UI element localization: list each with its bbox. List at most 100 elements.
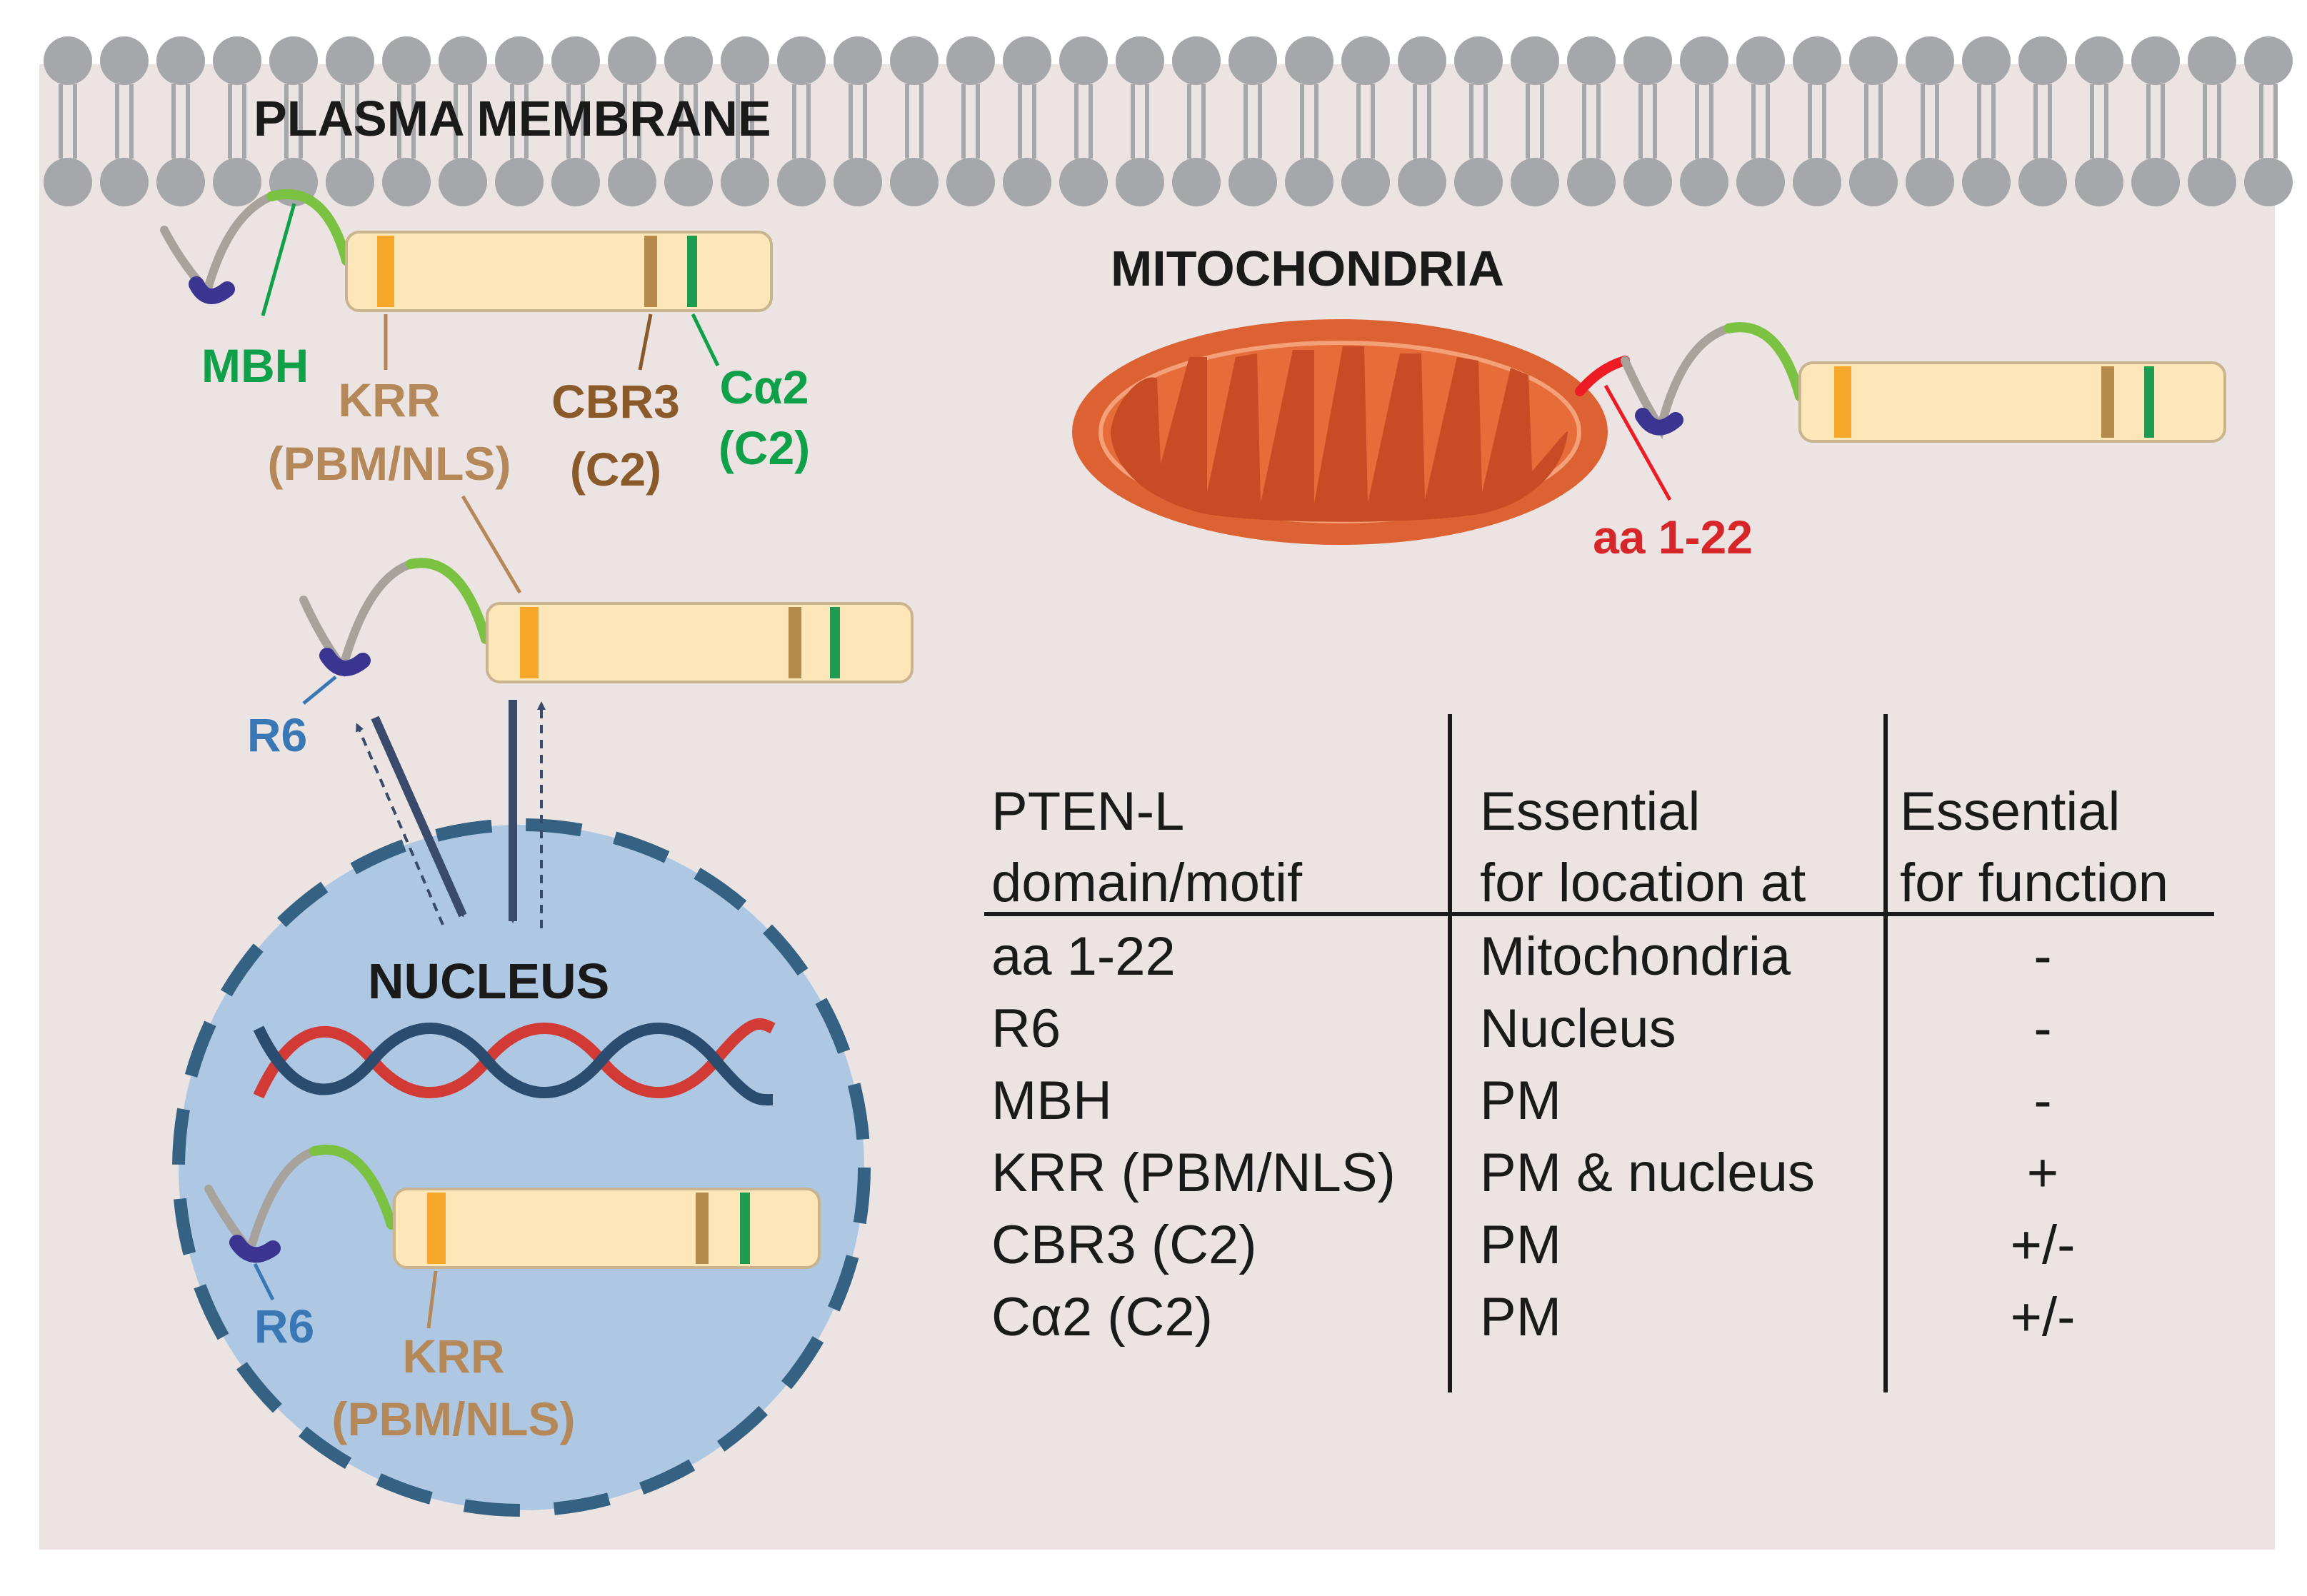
lipid-head: [1172, 36, 1221, 85]
krr-pointer-nucleus: [426, 1270, 438, 1329]
lipid-head: [1962, 36, 2011, 85]
table-cell-motif: CBR3 (C2): [991, 1215, 1257, 1275]
lipid-head: [1736, 36, 1785, 85]
lipid-tail: [849, 84, 867, 159]
table-cell-motif: Cα2 (C2): [991, 1287, 1213, 1347]
lipid-head: [1680, 158, 1728, 206]
nucleus: [172, 818, 871, 1517]
lipid-head: [213, 36, 261, 85]
mito-targeting-segment: [1575, 356, 1630, 396]
import-arrow-r6: [371, 716, 467, 918]
lipid-tail: [623, 84, 641, 159]
lipid-head: [1116, 36, 1164, 85]
table-header-cell: Essential: [1900, 781, 2120, 842]
lipid-tail: [2146, 84, 2165, 159]
lipid-head: [100, 158, 149, 206]
table-header-cell: for location at: [1480, 853, 1806, 913]
table-cell-motif: aa 1-22: [991, 926, 1176, 987]
pten-l-linker-nucleus: [204, 1147, 319, 1260]
table-cell-motif: KRR (PBM/NLS): [991, 1143, 1396, 1203]
lipid-head: [1680, 36, 1728, 85]
lipid-tail: [1074, 84, 1093, 159]
lipid-head: [2188, 36, 2236, 85]
lipid-tail: [1356, 84, 1375, 159]
pten-body-mito: [1798, 361, 2226, 443]
nucleus-label: NUCLEUS: [368, 953, 609, 1009]
table-cell-function: -: [2033, 998, 2051, 1059]
r6-motif: [189, 276, 235, 304]
lipid-head: [2131, 158, 2180, 206]
lipid-tail: [1695, 84, 1713, 159]
mbh-motif-mito: [1723, 322, 1805, 401]
lipid-tail: [1131, 84, 1149, 159]
lipid-tail: [736, 84, 754, 159]
lipid-head: [551, 158, 600, 206]
lipid-head: [100, 36, 149, 85]
lipid-tail: [59, 84, 77, 159]
lipid-head: [777, 158, 826, 206]
lipid-head: [834, 36, 882, 85]
table-cell-motif: R6: [991, 998, 1061, 1059]
krr-label: KRR: [339, 373, 441, 426]
lipid-head: [1511, 36, 1559, 85]
lipid-head: [1736, 158, 1785, 206]
lipid-head: [608, 36, 656, 85]
lipid-head: [946, 36, 995, 85]
lipid-head: [326, 36, 374, 85]
lipid-head: [1567, 36, 1616, 85]
lipid-tail: [961, 84, 980, 159]
r6-motif-cytosol: [319, 648, 371, 676]
calpha2-band-mito: [2144, 366, 2154, 438]
lipid-tail: [1526, 84, 1544, 159]
pten-l-cytosolic: [299, 495, 914, 705]
lipid-head: [777, 36, 826, 85]
pten-l-linker: [160, 192, 276, 300]
lipid-head: [326, 158, 374, 206]
c2-label-calpha2: (C2): [719, 421, 810, 474]
r6-pointer: [302, 676, 337, 705]
table-cell-function: +: [2027, 1143, 2058, 1203]
lipid-tail: [1300, 84, 1318, 159]
lipid-tail: [2203, 84, 2221, 159]
lipid-head: [44, 36, 92, 85]
cbr3-pointer: [638, 313, 653, 371]
lipid-head: [495, 36, 544, 85]
lipid-head: [156, 158, 205, 206]
pten-l-membrane-bound: [160, 189, 773, 371]
dna-strand-blue: [253, 1023, 774, 1106]
lipid-head: [1228, 158, 1277, 206]
lipid-head: [1285, 36, 1333, 85]
krr-label-nucleus: KRR: [403, 1330, 505, 1382]
lipid-head: [1228, 36, 1277, 85]
mbh-motif: [266, 189, 351, 266]
lipid-head: [1849, 158, 1898, 206]
lipid-head: [1567, 158, 1616, 206]
lipid-tail: [2090, 84, 2108, 159]
table-cell-function: +/-: [2011, 1215, 2076, 1275]
calpha2-band-cytosol: [830, 607, 840, 678]
lipid-head: [1454, 36, 1503, 85]
lipid-tail: [566, 84, 585, 159]
lipid-head: [156, 36, 205, 85]
lipid-head: [2075, 36, 2123, 85]
cbr3-band-mito: [2101, 366, 2114, 438]
lipid-head: [1398, 36, 1446, 85]
c2-label-cbr3: (C2): [570, 443, 661, 496]
lipid-tail: [1751, 84, 1770, 159]
r6-motif-nucleus: [229, 1235, 281, 1263]
r6-motif-mito: [1635, 408, 1683, 436]
calpha2-pointer: [691, 313, 720, 367]
table-cell-function: -: [2033, 1070, 2051, 1131]
lipid-head: [1059, 158, 1108, 206]
table-header-cell: for function: [1900, 853, 2168, 913]
krr-to-cytosol-connector: [461, 495, 522, 594]
mbh-label: MBH: [201, 339, 309, 392]
lipid-head: [382, 36, 431, 85]
pbm-nls-label: (PBM/NLS): [268, 437, 511, 490]
lipid-head: [2018, 158, 2067, 206]
table-cell-motif: MBH: [991, 1070, 1112, 1131]
lipid-tail: [1243, 84, 1262, 159]
lipid-tail: [1187, 84, 1206, 159]
